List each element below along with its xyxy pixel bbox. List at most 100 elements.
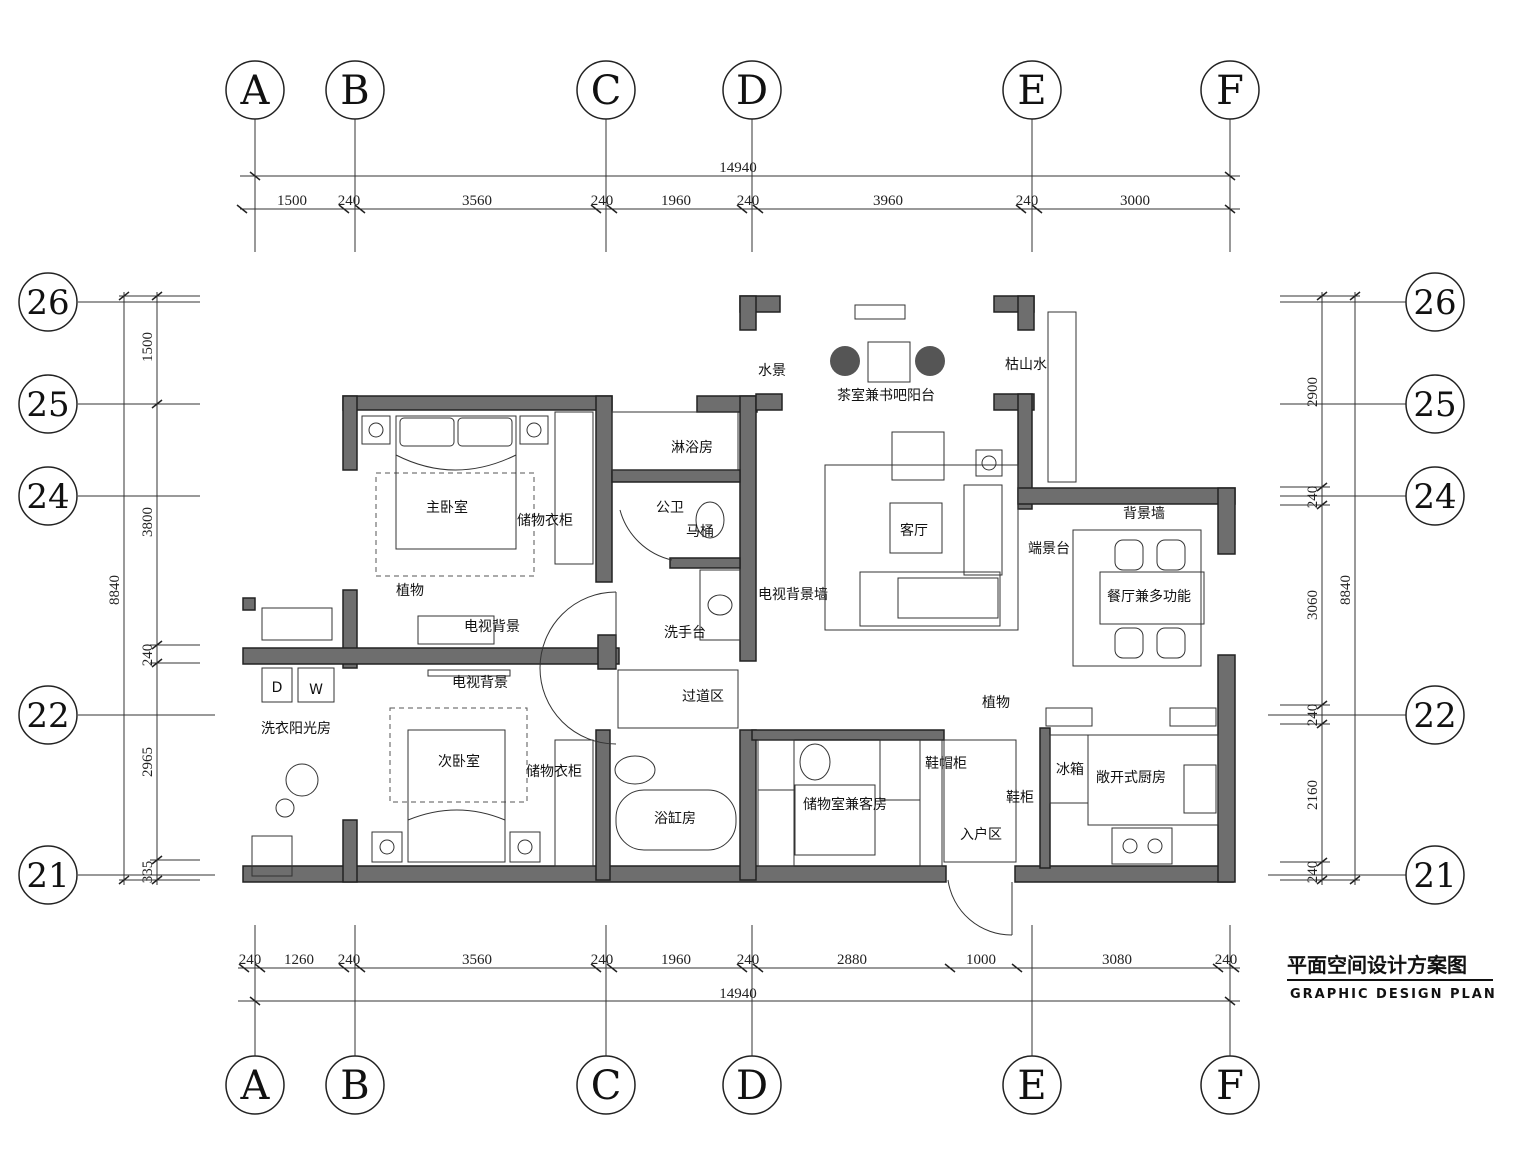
svg-text:B: B <box>340 68 369 114</box>
label-wardrobe-2: 储物衣柜 <box>526 764 582 780</box>
svg-text:D: D <box>736 1063 768 1109</box>
title-en: GRAPHIC DESIGN PLAN <box>1290 987 1497 1002</box>
svg-text:E: E <box>1017 1063 1046 1109</box>
label-living-room: 客厅 <box>900 522 928 539</box>
axis-bubble-22: 22 <box>18 685 78 745</box>
walls <box>242 295 1236 883</box>
room-labels: 主卧室 储物衣柜 植物 电视背景 电视背景 淋浴房 公卫 马桶 洗手台 电视背景… <box>261 357 1191 843</box>
axis-bubble-22-right: 22 <box>1405 685 1465 745</box>
axis-bubble-26: 26 <box>18 272 78 332</box>
axis-bubble-f-bottom: F <box>1200 1055 1260 1115</box>
label-corridor: 过道区 <box>682 689 724 705</box>
label-second-bedroom: 次卧室 <box>438 753 480 770</box>
axis-bubble-21: 21 <box>18 845 78 905</box>
svg-text:F: F <box>1216 1063 1244 1109</box>
dim-right-4: 240 <box>1305 704 1321 727</box>
label-tv-bg-1: 电视背景 <box>464 619 520 635</box>
title-cn: 平面空间设计方案图 <box>1287 953 1467 977</box>
laundry-fixtures: D W <box>251 607 335 877</box>
washer-icon: W <box>309 682 323 698</box>
column-axis-bubbles-bottom: A B C D E F <box>225 1055 1260 1115</box>
svg-text:B: B <box>340 1063 369 1109</box>
dim-top-total: 14940 <box>719 160 757 176</box>
axis-bubble-b: B <box>325 60 385 120</box>
axis-bubble-24: 24 <box>18 466 78 526</box>
svg-text:22: 22 <box>1413 696 1456 736</box>
dim-left-2: 3800 <box>140 507 156 537</box>
axis-bubble-24-right: 24 <box>1405 466 1465 526</box>
axis-bubble-c-bottom: C <box>576 1055 636 1115</box>
bottom-dimension-chain: 240 1260 240 3560 240 1960 240 2880 1000… <box>238 952 1240 1006</box>
bath-fixtures <box>611 411 741 851</box>
svg-text:A: A <box>240 1063 271 1109</box>
svg-text:E: E <box>1017 68 1046 114</box>
master-bedroom-furniture <box>361 411 594 645</box>
dim-bottom-7: 240 <box>737 952 760 968</box>
dim-top-8: 240 <box>1016 193 1039 209</box>
dim-bottom-8: 2880 <box>837 952 867 968</box>
svg-text:C: C <box>591 1063 622 1109</box>
label-shoe-cabinet: 鞋柜 <box>1006 790 1034 806</box>
label-tv-bg-2: 电视背景 <box>452 675 508 691</box>
label-public-wc: 公卫 <box>656 500 684 516</box>
label-feature-wall: 背景墙 <box>1123 506 1165 522</box>
label-entrance: 入户区 <box>960 826 1002 843</box>
dim-bottom-1: 240 <box>239 952 262 968</box>
label-master-bedroom: 主卧室 <box>426 499 468 516</box>
svg-text:22: 22 <box>26 696 69 736</box>
column-axis-bubbles-top: A B C D E F <box>225 60 1260 120</box>
dim-top-2: 240 <box>338 193 361 209</box>
label-tea-balcony: 茶室兼书吧阳台 <box>837 387 935 404</box>
dim-bottom-3: 240 <box>338 952 361 968</box>
svg-text:F: F <box>1216 68 1244 114</box>
dim-top-7: 3960 <box>873 193 903 209</box>
dim-right-1: 2900 <box>1305 377 1321 407</box>
axis-bubble-a: A <box>225 60 285 120</box>
axis-bubble-c: C <box>576 60 636 120</box>
label-tv-wall: 电视背景墙 <box>758 587 828 603</box>
storage-entry-fixtures <box>757 739 1017 867</box>
label-fridge: 冰箱 <box>1056 762 1084 778</box>
dim-top-5: 1960 <box>661 193 691 209</box>
label-shower: 淋浴房 <box>671 440 713 456</box>
axis-bubble-e: E <box>1002 60 1062 120</box>
label-wash-basin: 洗手台 <box>664 625 706 641</box>
right-dimension-chain: 2900 240 3060 240 2160 240 8840 <box>1280 291 1361 885</box>
dim-top-1: 1500 <box>277 193 307 209</box>
dim-left-5: 335 <box>140 861 156 884</box>
row-axis-bubbles-left: 26 25 24 22 21 <box>18 272 78 905</box>
svg-text:D: D <box>736 68 768 114</box>
dim-right-6: 240 <box>1305 861 1321 884</box>
svg-text:21: 21 <box>26 856 69 896</box>
dim-top-4: 240 <box>591 193 614 209</box>
svg-text:25: 25 <box>1413 385 1456 425</box>
label-plant-1: 植物 <box>396 583 424 599</box>
label-dining: 餐厅兼多功能 <box>1107 588 1191 605</box>
top-dimension-chain: 14940 1500 240 3560 240 1960 240 3960 24… <box>236 160 1240 214</box>
balcony-furniture <box>830 304 1077 483</box>
dim-bottom-11: 240 <box>1215 952 1238 968</box>
axis-bubble-a-bottom: A <box>225 1055 285 1115</box>
label-console: 端景台 <box>1028 541 1070 557</box>
axis-bubble-25-right: 25 <box>1405 374 1465 434</box>
svg-text:26: 26 <box>1413 283 1456 323</box>
dim-bottom-6: 1960 <box>661 952 691 968</box>
dim-bottom-4: 3560 <box>462 952 492 968</box>
svg-text:24: 24 <box>1413 477 1456 517</box>
dim-right-5: 2160 <box>1305 780 1321 810</box>
row-axis-bubbles-right: 26 25 24 22 21 <box>1405 272 1465 905</box>
axis-bubble-26-right: 26 <box>1405 272 1465 332</box>
svg-text:24: 24 <box>26 477 69 517</box>
svg-text:25: 25 <box>26 385 69 425</box>
label-bathtub: 浴缸房 <box>654 810 696 827</box>
dryer-icon: D <box>272 680 283 696</box>
svg-text:26: 26 <box>26 283 69 323</box>
axis-bubble-d: D <box>722 60 782 120</box>
plan-title: 平面空间设计方案图 GRAPHIC DESIGN PLAN <box>1287 953 1497 1002</box>
second-bedroom-furniture <box>371 669 594 867</box>
dim-bottom-2: 1260 <box>284 952 314 968</box>
dim-left-4: 2965 <box>140 747 156 777</box>
dim-top-3: 3560 <box>462 193 492 209</box>
svg-text:A: A <box>240 68 271 114</box>
